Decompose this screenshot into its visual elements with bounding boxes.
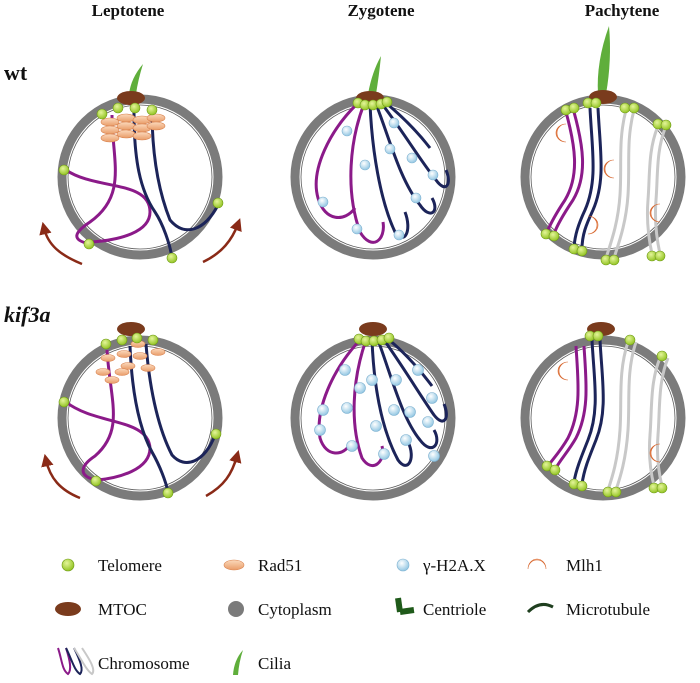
chromosome-purple [352,339,385,467]
row-label-wt: wt [4,60,28,85]
chromosome-purple [81,349,115,482]
mtoc-icon [359,322,387,336]
bivalent-navy [572,107,603,250]
rotation-arrow [202,218,242,264]
rad51-icon [223,559,245,571]
chromosome-navy [128,345,170,493]
chromosome-navy [385,101,432,149]
h2ax-icon [396,558,410,572]
telomere-icon [540,97,672,266]
telomere-icon [352,96,393,111]
cilia-icon [233,650,243,675]
telomere-icon [353,332,395,347]
cytoplasm-icon [228,601,244,617]
row-label-kif3a: kif3a [4,302,50,327]
legend-label-cytoplasm: Cytoplasm [258,600,332,619]
telomere-icon [58,102,224,264]
cell-kif3a-pachytene [520,322,686,501]
legend-label-chromosome: Chromosome [98,654,190,673]
stage-title-leptotene: Leptotene [92,1,165,20]
mlh1-icon [557,361,661,463]
cell-kif3a-leptotene [41,322,242,501]
cell-wt-pachytene [520,26,686,266]
h2ax-icon [317,117,439,241]
cilia-icon [368,56,381,94]
legend-label-telomere: Telomere [98,556,162,575]
legend-label-rad51: Rad51 [258,556,302,575]
rotation-arrow [41,453,81,500]
chromosome-navy [144,343,217,464]
chromosome-navy [382,339,448,423]
chromosome-purple [75,114,117,246]
chromosome-navy [370,339,413,467]
microtubule-icon [526,602,554,614]
rad51-focus [95,340,166,384]
cell-wt-zygotene [290,56,456,260]
chromosome-navy [376,339,439,450]
telomere-icon [58,332,222,499]
telomere-icon [61,558,75,572]
legend-label-mlh1: Mlh1 [566,556,603,575]
chromosome-navy [387,337,434,387]
mtoc-icon [117,91,145,105]
chromosome-purple [349,103,385,244]
cilia-icon [597,26,610,94]
legend-label-centriole: Centriole [423,600,486,619]
stage-title-pachytene: Pachytene [585,1,660,20]
cell-wt-leptotene [39,64,242,266]
cell-kif3a-zygotene [290,322,456,501]
chromosome-navy [132,111,174,259]
telomere-icon [541,330,668,498]
nucleus-cytoplasm [290,94,456,260]
chromosome-icon [57,647,95,676]
bivalent-grey [604,109,668,259]
stage-title-zygotene: Zygotene [347,1,415,20]
mlh1-icon [527,558,547,570]
chromosome-purple [65,168,152,244]
centriole-icon [395,597,415,615]
rotation-arrow [205,449,242,498]
rad51-focus [100,113,166,143]
h2ax-icon [314,364,440,462]
legend: Telomere Rad51 γ-H2A.X Mlh1 MTOC Cytopla… [55,556,650,676]
mtoc-icon [117,322,145,336]
rotation-arrow [39,221,83,266]
legend-label-cilia: Cilia [258,654,292,673]
chromosome-navy [150,109,220,232]
mtoc-icon [55,602,81,616]
legend-label-mtoc: MTOC [98,600,147,619]
chromosome-purple [314,101,360,219]
legend-label-microtubule: Microtubule [566,600,650,619]
mlh1-icon [555,123,661,235]
bivalent-purple [545,111,584,235]
bivalent-purple [546,345,588,469]
nucleus-cytoplasm [520,335,686,501]
bivalent-navy [572,339,605,485]
mtoc-icon [587,322,615,336]
chromosome-navy [368,103,410,239]
legend-label-h2ax: γ-H2A.X [422,556,486,575]
cilia-icon [129,64,143,94]
bivalent-grey [606,341,670,491]
